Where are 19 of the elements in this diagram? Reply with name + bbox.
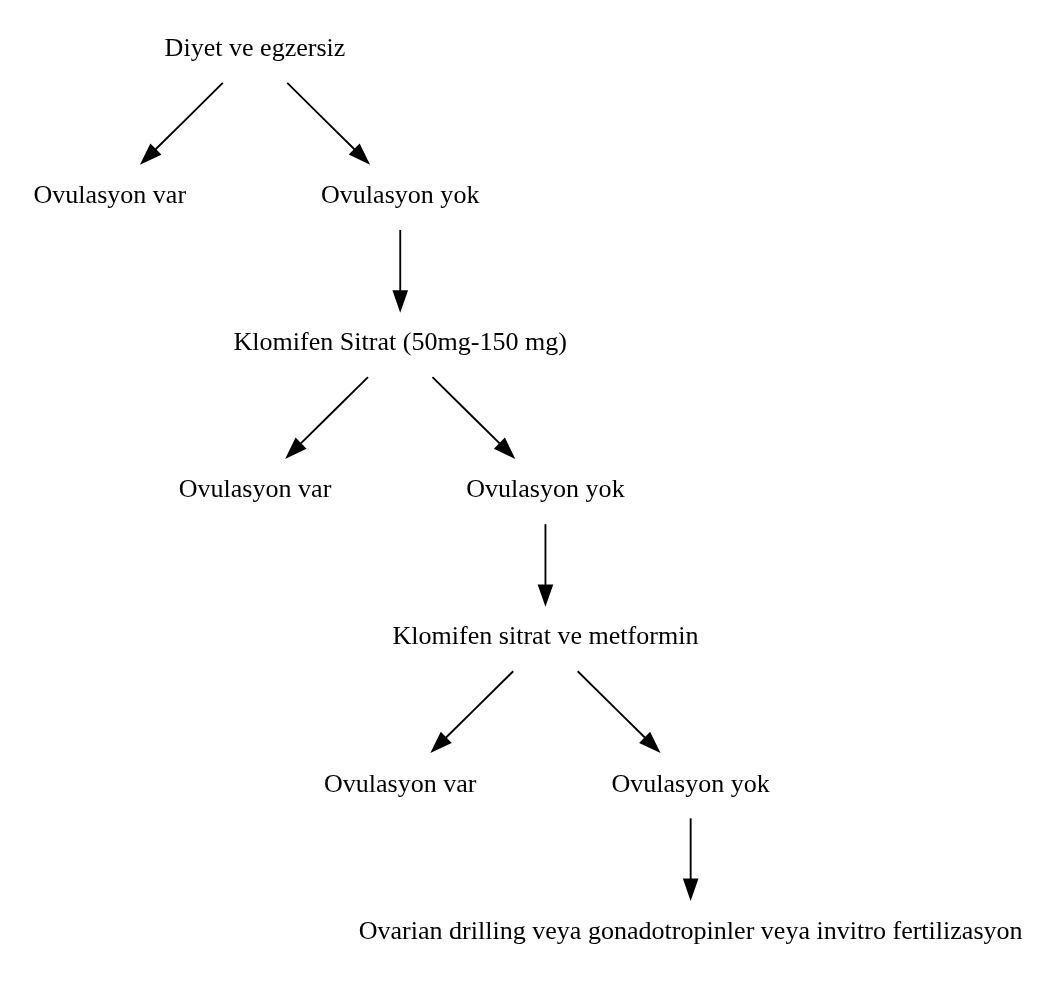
node-text: Ovarian drilling veya gonadotropinler veya invitro fertilizasyon <box>358 915 1023 945</box>
node-text: Ovulasyon var <box>323 768 477 798</box>
node-text: Klomifen Sitrat (50mg-150 mg) <box>232 327 567 357</box>
arrow <box>284 376 369 459</box>
arrow <box>682 817 698 901</box>
node-text: Ovulasyon var <box>178 474 331 504</box>
node-text: Ovulasyon yok <box>465 474 625 504</box>
node-text: Diyet ve egzersiz <box>164 33 345 63</box>
node-text: Ovulasyon yok <box>610 768 770 798</box>
arrow <box>431 376 515 459</box>
arrow <box>285 82 370 165</box>
arrow <box>576 670 661 754</box>
arrow <box>391 229 408 313</box>
arrow <box>537 523 553 607</box>
node-text: Klomifen sitrat ve metformin <box>391 621 698 651</box>
node-text: Ovulasyon yok <box>320 180 479 210</box>
arrow <box>429 670 514 754</box>
node-text: Ovulasyon var <box>32 180 186 210</box>
arrow <box>139 82 224 165</box>
